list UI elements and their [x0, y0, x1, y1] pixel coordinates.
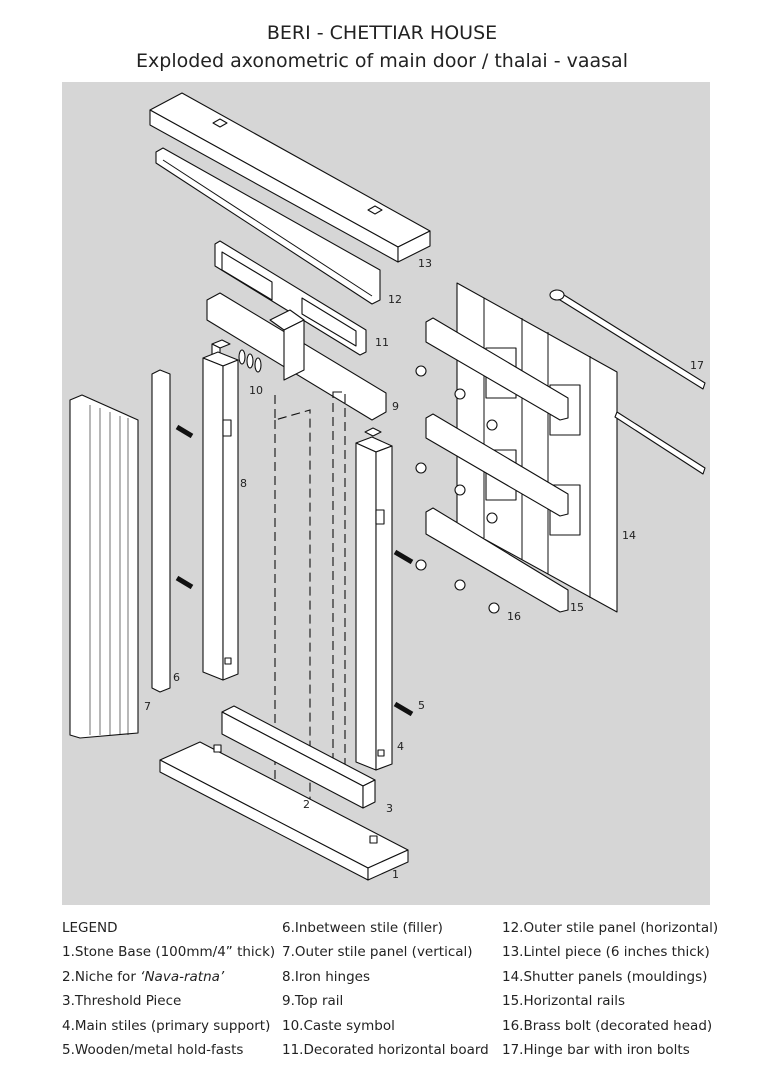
drawing-subtitle: Exploded axonometric of main door / thal… [136, 50, 628, 72]
label-10: 10 [249, 384, 263, 397]
inbetween-stile [151, 369, 171, 693]
legend-item: 6.Inbetween stile (filler) [282, 920, 443, 936]
brass-bolts [415, 365, 500, 614]
label-12: 12 [388, 293, 402, 306]
label-14: 14 [622, 529, 636, 542]
label-6: 6 [173, 671, 180, 684]
label-9: 9 [392, 400, 399, 413]
legend-item: 12.Outer stile panel (horizontal) [502, 920, 719, 936]
caste-symbol [238, 349, 262, 373]
main-stile-right [355, 427, 393, 771]
legend-column-3: 12.Outer stile panel (horizontal) 13.Lin… [502, 916, 718, 1062]
threshold-piece [221, 705, 376, 809]
legend-item-italic: ‘Nava-ratna’ [140, 968, 225, 985]
lintel-piece [149, 92, 431, 263]
legend-item: 8.Iron hinges [282, 968, 370, 985]
label-3: 3 [386, 802, 393, 815]
legend-item-text: 2.Niche for [62, 968, 141, 985]
main-stile-left [202, 339, 239, 681]
legend-item: 16.Brass bolt (decorated head) [502, 1017, 713, 1034]
legend-heading: LEGEND [62, 920, 118, 936]
label-8: 8 [240, 477, 247, 490]
label-15: 15 [570, 601, 584, 614]
label-2: 2 [303, 798, 310, 811]
label-7: 7 [144, 700, 151, 713]
legend-item: 4.Main stiles (primary support) [62, 1017, 271, 1034]
label-11: 11 [375, 336, 389, 349]
door-drawing-svg: 1 2 3 4 5 6 7 8 9 10 11 12 13 14 15 16 1… [69, 92, 706, 881]
decorated-horizontal-board [214, 240, 367, 356]
legend-item: 15.Horizontal rails [502, 993, 626, 1010]
top-rail [206, 292, 387, 421]
outer-stile-panel-vertical [69, 394, 139, 739]
legend-item: 13.Lintel piece (6 inches thick) [502, 944, 710, 961]
label-4: 4 [397, 740, 404, 753]
legend-item: 9.Top rail [282, 993, 344, 1010]
legend-item: 10.Caste symbol [282, 1017, 395, 1034]
hinge-bars [549, 289, 706, 475]
label-17: 17 [690, 359, 704, 372]
legend-item: 2.Niche for ‘Nava-ratna’ [62, 965, 275, 989]
legend-item: 3.Threshold Piece [62, 993, 182, 1010]
hold-fasts [175, 424, 414, 717]
outer-stile-panel-horizontal [155, 147, 381, 305]
label-13: 13 [418, 257, 432, 270]
stone-base [159, 741, 409, 881]
legend-item: 5.Wooden/metal hold-fasts [62, 1042, 244, 1059]
exploded-axonometric-drawing: 1 2 3 4 5 6 7 8 9 10 11 12 13 14 15 16 1… [62, 82, 710, 905]
drawing-title: BERI - CHETTIAR HOUSE [266, 22, 498, 44]
horizontal-rails [425, 317, 569, 613]
legend-item: 17.Hinge bar with iron bolts [502, 1042, 690, 1059]
label-5: 5 [418, 699, 425, 712]
legend-column-1: LEGEND 1.Stone Base (100mm/4” thick) 2.N… [62, 916, 275, 1062]
label-16: 16 [507, 610, 521, 623]
legend-item: 11.Decorated horizontal board [282, 1042, 489, 1059]
legend-column-2: 6.Inbetween stile (filler) 7.Outer stile… [282, 916, 489, 1062]
label-1: 1 [392, 868, 399, 881]
legend-item: 14.Shutter panels (mouldings) [502, 968, 708, 985]
legend-item: 1.Stone Base (100mm/4” thick) [62, 944, 276, 961]
legend-item: 7.Outer stile panel (vertical) [282, 944, 473, 961]
